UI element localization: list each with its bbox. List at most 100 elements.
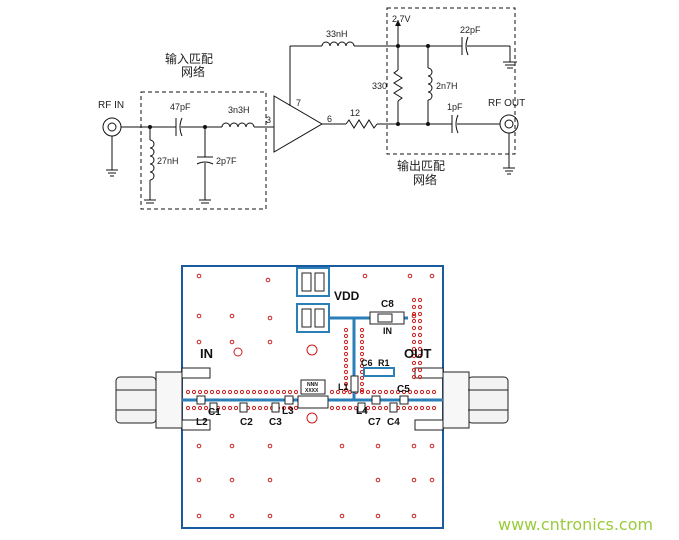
edge-via [411,311,417,317]
pin-6-label: 6 [327,114,332,124]
rf-in-connector-icon [102,117,122,177]
board-via [196,513,202,519]
ic-marking-1: NNN [307,382,318,388]
trace-via [347,405,353,411]
trace-via [413,405,419,411]
rf-out-connector-icon [499,114,519,175]
large-via [306,344,318,356]
trace-via [251,389,257,395]
trace-via [431,405,437,411]
capacitor-1pf-icon [451,114,500,134]
edge-via [411,367,417,373]
edge-via [417,360,423,366]
edge-via [411,325,417,331]
supply-via [343,327,349,333]
l1-label: L1 [338,382,349,392]
large-via [306,412,318,424]
c4-label: C4 [387,417,400,428]
trace-via [191,405,197,411]
board-via [229,313,235,319]
supply-via [359,327,365,333]
l-feedback-value: 33nH [326,29,348,39]
trace-via [383,405,389,411]
trace-via [401,389,407,395]
trace-via [365,405,371,411]
edge-via [411,360,417,366]
edge-via [411,339,417,345]
trace-via [197,405,203,411]
board-via [362,273,368,279]
supply-via [343,375,349,381]
c-bypass-value: 22pF [460,25,481,35]
component-footprints [196,395,409,413]
trace-via [395,389,401,395]
supply-via [343,369,349,375]
output-network-label-1: 输出匹配 [397,158,445,173]
trace-via [389,389,395,395]
r1-label: R1 [378,358,390,368]
board-via [267,443,273,449]
c-out-value: 1pF [447,102,463,112]
trace-via [197,389,203,395]
trace-via [281,389,287,395]
large-via [233,347,243,357]
board-via [265,277,271,283]
trace-via [275,389,281,395]
board-via [375,477,381,483]
input-matching-box [140,91,267,210]
trace-via [401,405,407,411]
board-via [429,273,435,279]
board-via [196,477,202,483]
supply-via [343,363,349,369]
trace-via [425,405,431,411]
board-via [267,315,273,321]
board-via [375,513,381,519]
trace-via [335,389,341,395]
trace-via [257,405,263,411]
supply-via [343,339,349,345]
board-via [196,313,202,319]
in-label: IN [200,346,213,361]
via-rows [185,297,437,411]
trace-via [419,389,425,395]
inductor-2n7h-icon [427,46,433,124]
c-shunt-value: 2p7F [216,156,237,166]
sma-connector-in-icon [115,371,183,429]
trace-via [407,389,413,395]
trace-via [215,389,221,395]
amplifier-icon [273,95,323,153]
trace-via [263,405,269,411]
supply-via [343,333,349,339]
c1-label: C1 [208,407,221,418]
trace-via [341,405,347,411]
rf-in-label: RF IN [98,100,124,111]
trace-via [239,389,245,395]
l4-label: L4 [356,406,368,417]
board-via [229,443,235,449]
supply-via [359,363,365,369]
supply-label: 2.7V [392,14,411,24]
edge-via [411,318,417,324]
supply-via [343,345,349,351]
edge-via [417,353,423,359]
board-via [339,513,345,519]
grid-vias [196,273,435,519]
board-via [267,339,273,345]
trace-via [185,405,191,411]
trace-via [425,389,431,395]
input-network-label-1: 输入匹配 [165,51,213,66]
supply-via [343,351,349,357]
l2-label: L2 [196,417,208,428]
in-small-label: IN [383,326,392,336]
supply-via [359,333,365,339]
trace-via [431,389,437,395]
board-via [267,513,273,519]
c3-label: C3 [269,417,282,428]
edge-via [417,325,423,331]
supply-via [359,357,365,363]
output-network-label-2: 网络 [413,172,437,187]
board-via [375,443,381,449]
edge-via [417,374,423,380]
trace-via [329,389,335,395]
